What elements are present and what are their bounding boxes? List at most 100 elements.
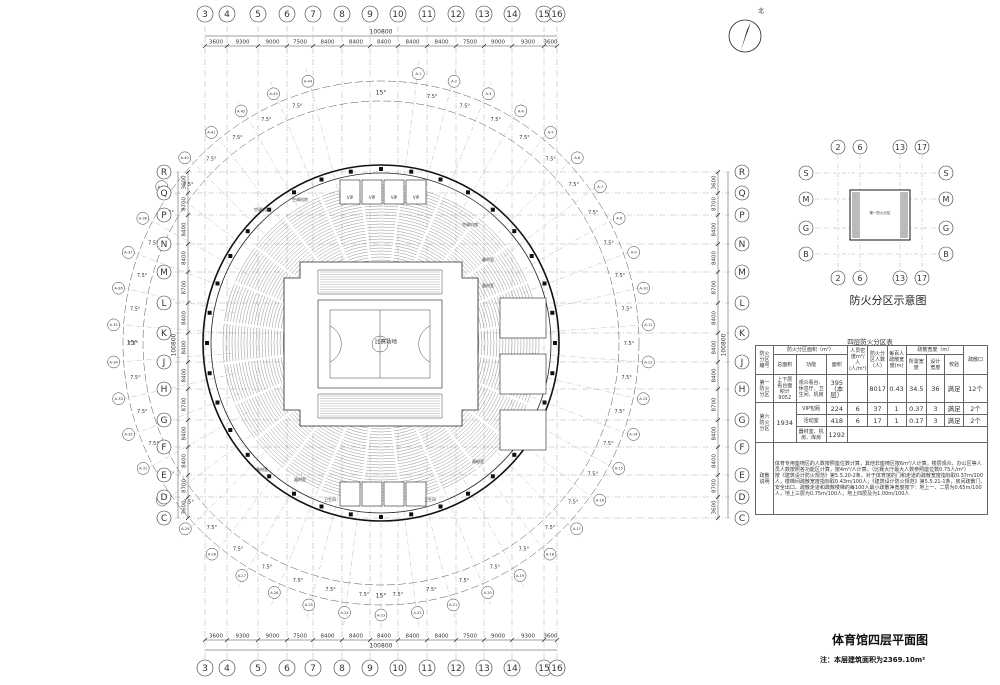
column bbox=[348, 512, 353, 517]
vip-box bbox=[405, 179, 427, 205]
angle-label: 7.5° bbox=[137, 273, 148, 279]
room-label: 器材室 bbox=[256, 466, 268, 472]
angle-label: 7.5° bbox=[519, 135, 530, 141]
dim-tick bbox=[185, 190, 191, 196]
angle-label: 7.5° bbox=[393, 592, 404, 598]
fire-col-bubble bbox=[914, 270, 930, 286]
column bbox=[542, 400, 547, 405]
drawing-note: 注：本层建筑面积为2369.10m² bbox=[820, 656, 926, 664]
dim-tick bbox=[554, 43, 560, 49]
dim-tick bbox=[481, 637, 487, 643]
angle-label: 7.5° bbox=[545, 525, 556, 531]
col-axis-bubble bbox=[218, 659, 236, 677]
angle-label: 7.5° bbox=[293, 578, 304, 584]
angle-label: 7.5° bbox=[232, 135, 243, 141]
radial-axis-line bbox=[156, 429, 259, 508]
fire-col-bubble bbox=[830, 139, 846, 155]
dim-text: 9300 bbox=[236, 634, 250, 640]
radial-axis-line bbox=[490, 148, 583, 242]
radial-axis-bubble bbox=[112, 392, 125, 405]
seat-row bbox=[249, 211, 513, 475]
col-axis-label: 4 bbox=[224, 664, 230, 674]
col-axis-label: 12 bbox=[450, 10, 461, 20]
row-axis-bubble bbox=[156, 164, 172, 180]
angle-label-big: 15° bbox=[376, 593, 387, 600]
row-axis-bubble bbox=[734, 412, 750, 428]
fire-row-bubble bbox=[798, 220, 814, 236]
radial-axis-line bbox=[111, 285, 235, 313]
angle-label: 7.5° bbox=[588, 210, 599, 216]
dim-tick bbox=[481, 43, 487, 49]
row-axis-label: E bbox=[739, 471, 745, 481]
angle-label: 7.5° bbox=[261, 117, 272, 123]
dim-tick bbox=[185, 444, 191, 450]
fire-row-bubble bbox=[798, 246, 814, 262]
row-axis-bubble bbox=[156, 264, 172, 280]
radial-axis-label: A-3 bbox=[485, 92, 491, 96]
dim-text: 8400 bbox=[377, 40, 391, 46]
row-axis-label: L bbox=[161, 299, 166, 309]
radial-axis-bubble bbox=[205, 126, 218, 139]
radial-axis-bubble bbox=[482, 87, 495, 101]
fire-row-bubble bbox=[798, 165, 814, 181]
radial-axis-bubble bbox=[179, 522, 192, 536]
drawing-title: 体育馆四层平面图 bbox=[831, 633, 928, 647]
column bbox=[319, 177, 324, 182]
fire-row-bubble bbox=[938, 220, 954, 236]
radial-axis-line bbox=[527, 285, 651, 313]
dim-tick bbox=[185, 300, 191, 306]
seat-row bbox=[273, 235, 489, 451]
col-axis-label: 7 bbox=[310, 664, 316, 674]
row-axis-label: F bbox=[739, 443, 744, 453]
radial-axis-label: A-20 bbox=[484, 591, 493, 595]
radial-axis-label: A-27 bbox=[238, 574, 246, 578]
radial-axis-bubble bbox=[594, 180, 607, 193]
dim-text: 8400 bbox=[406, 634, 420, 640]
radial-axis-bubble bbox=[302, 598, 316, 612]
radial-axis-line bbox=[475, 122, 556, 227]
radial-axis-line bbox=[421, 68, 457, 199]
room-label: 卫生间 bbox=[424, 496, 436, 502]
dim-text: 8700 bbox=[182, 397, 188, 411]
row-axis-label: P bbox=[739, 211, 745, 221]
table-row: 第六防火分区 1934 VIP包厢 224 6 37 1 0.37 3 满足 2… bbox=[755, 402, 988, 443]
fire-zone-title: 防火分区示意图 bbox=[849, 294, 927, 307]
col-axis-label: 10 bbox=[392, 664, 404, 674]
col-axis-bubble bbox=[196, 5, 214, 23]
col-axis-label: 8 bbox=[339, 664, 345, 674]
row-axis-bubble bbox=[156, 510, 172, 526]
column bbox=[529, 254, 534, 258]
col-axis-label: 3 bbox=[202, 664, 208, 674]
fire-col-label: 17 bbox=[917, 143, 927, 152]
column bbox=[379, 167, 383, 171]
room-label: 器材室 bbox=[482, 282, 494, 288]
fire-col-label: 6 bbox=[857, 274, 862, 283]
angle-label: 7.5° bbox=[130, 375, 141, 381]
angle-label: 7.5° bbox=[427, 94, 438, 100]
radial-axis-label: A-16 bbox=[596, 498, 605, 502]
row-axis-bubble bbox=[156, 207, 172, 223]
row-axis-bubble bbox=[734, 185, 750, 201]
dim-text: 8400 bbox=[712, 340, 718, 354]
col-axis-bubble bbox=[304, 5, 322, 23]
col-axis-label: 16 bbox=[551, 664, 563, 674]
column bbox=[512, 229, 517, 234]
column bbox=[228, 254, 233, 258]
angle-label: 7.5° bbox=[490, 117, 501, 123]
dim-text: 8400 bbox=[182, 454, 188, 468]
row-axis-bubble bbox=[156, 185, 172, 201]
radial-axis-bubble bbox=[642, 318, 655, 332]
radial-axis-label: A-15 bbox=[615, 467, 623, 471]
dim-text: 3600 bbox=[712, 175, 718, 189]
dim-tick bbox=[541, 43, 547, 49]
dim-tick bbox=[715, 359, 721, 365]
dim-text: 9300 bbox=[236, 40, 250, 46]
col-axis-label: 11 bbox=[421, 10, 432, 20]
radial-axis-label: A-28 bbox=[208, 552, 217, 556]
aisle bbox=[410, 194, 444, 270]
seat-row bbox=[264, 226, 498, 460]
dim-tick bbox=[367, 43, 373, 49]
radial-axis-bubble bbox=[122, 246, 135, 259]
radial-axis-line bbox=[522, 247, 641, 294]
